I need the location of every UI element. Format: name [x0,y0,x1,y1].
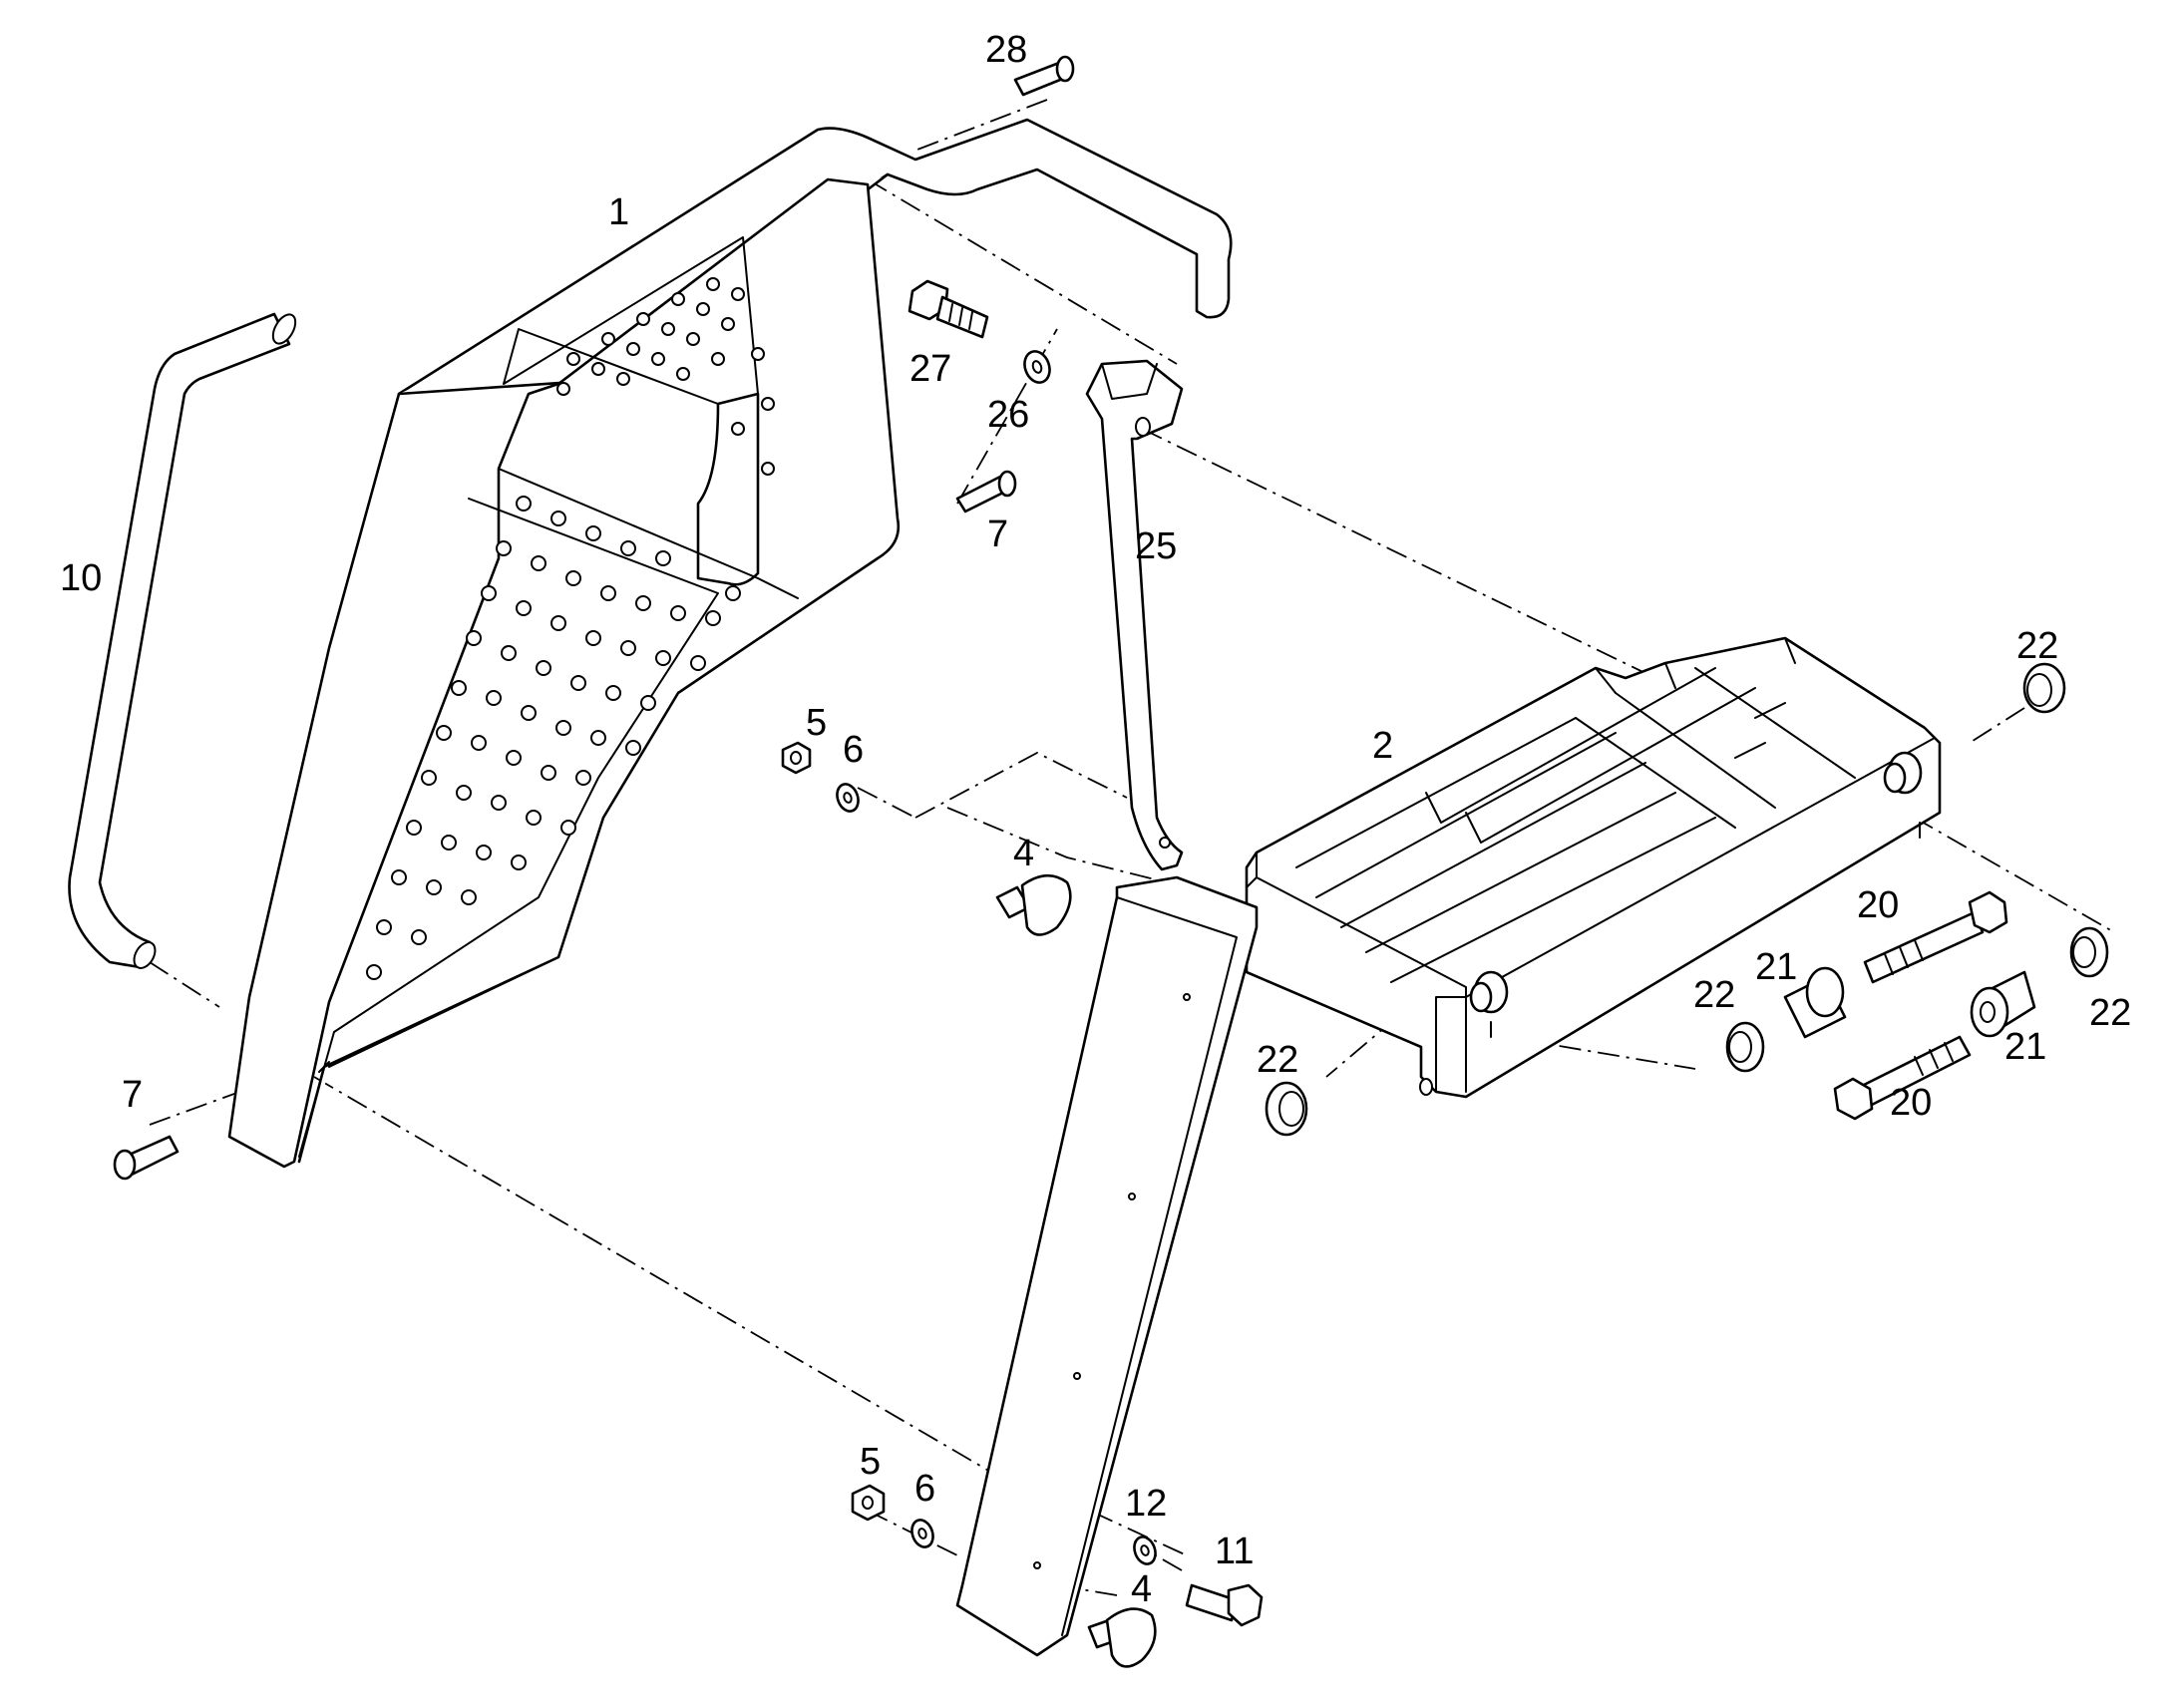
callout-22-center: 22 [1693,974,1735,1016]
part-6-washer-upper [836,783,860,813]
part-2-step [1245,636,1942,1099]
callout-6-lower: 6 [914,1468,935,1510]
callout-4-upper: 4 [1013,833,1034,874]
part-22-bushing-c [1725,1021,1765,1073]
part-4-knob-upper [995,873,1072,936]
part-5-nut-upper [781,741,812,775]
part-12-washer [1133,1536,1157,1565]
callout-28: 28 [985,29,1027,71]
part-20-bolt-a [1863,890,2008,984]
part-20-bolt-b [1833,1035,1972,1121]
part-5-nut-lower [851,1484,886,1522]
callout-20-upper: 20 [1857,884,1899,926]
callout-27: 27 [909,348,951,390]
callout-11: 11 [1215,1531,1254,1572]
part-4-knob-lower [1087,1607,1157,1668]
callout-22-top-right: 22 [2016,625,2058,667]
callout-22-left: 22 [1257,1039,1298,1081]
part-25-strut [1085,359,1184,871]
callout-10: 10 [60,557,102,599]
part-27-bolt [908,279,989,339]
fender-leg [955,875,1259,1657]
callout-20-lower: 20 [1890,1082,1932,1124]
callout-25: 25 [1135,525,1177,567]
part-28-pin [1013,55,1075,97]
callout-2: 2 [1372,725,1393,767]
callout-1: 1 [608,191,629,233]
callout-5-upper: 5 [806,702,827,744]
part-26-washer [1023,350,1051,384]
fender-perforation [366,277,775,980]
part-21-sleeve-b [1970,970,2036,1038]
part-11-bolt [1185,1583,1264,1627]
part-22-bushing-b [1265,1081,1308,1137]
callout-21-left: 21 [1755,946,1797,988]
callout-7-upper: 7 [987,513,1008,555]
callout-26: 26 [987,394,1029,436]
part-7-pin-upper [955,470,1017,513]
part-21-sleeve-a [1783,966,1847,1039]
callouts: 1 2 4 4 5 5 6 6 7 7 10 11 12 20 20 21 21… [60,29,2131,1610]
callout-5-lower: 5 [860,1441,881,1483]
part-7-pin-lower [113,1135,180,1181]
callout-21-right: 21 [2004,1026,2046,1068]
callout-12: 12 [1125,1483,1167,1525]
part-22-bushing-a [2022,662,2066,714]
callout-22-right: 22 [2089,992,2131,1034]
callout-4-lower: 4 [1131,1568,1152,1610]
callout-7-lower: 7 [122,1074,143,1116]
part-10-handle [68,312,297,969]
part-1-fender [227,118,1233,1169]
part-22-bushing-d [2069,926,2109,978]
callout-6-upper: 6 [843,729,864,771]
part-6-washer-lower [910,1519,934,1548]
